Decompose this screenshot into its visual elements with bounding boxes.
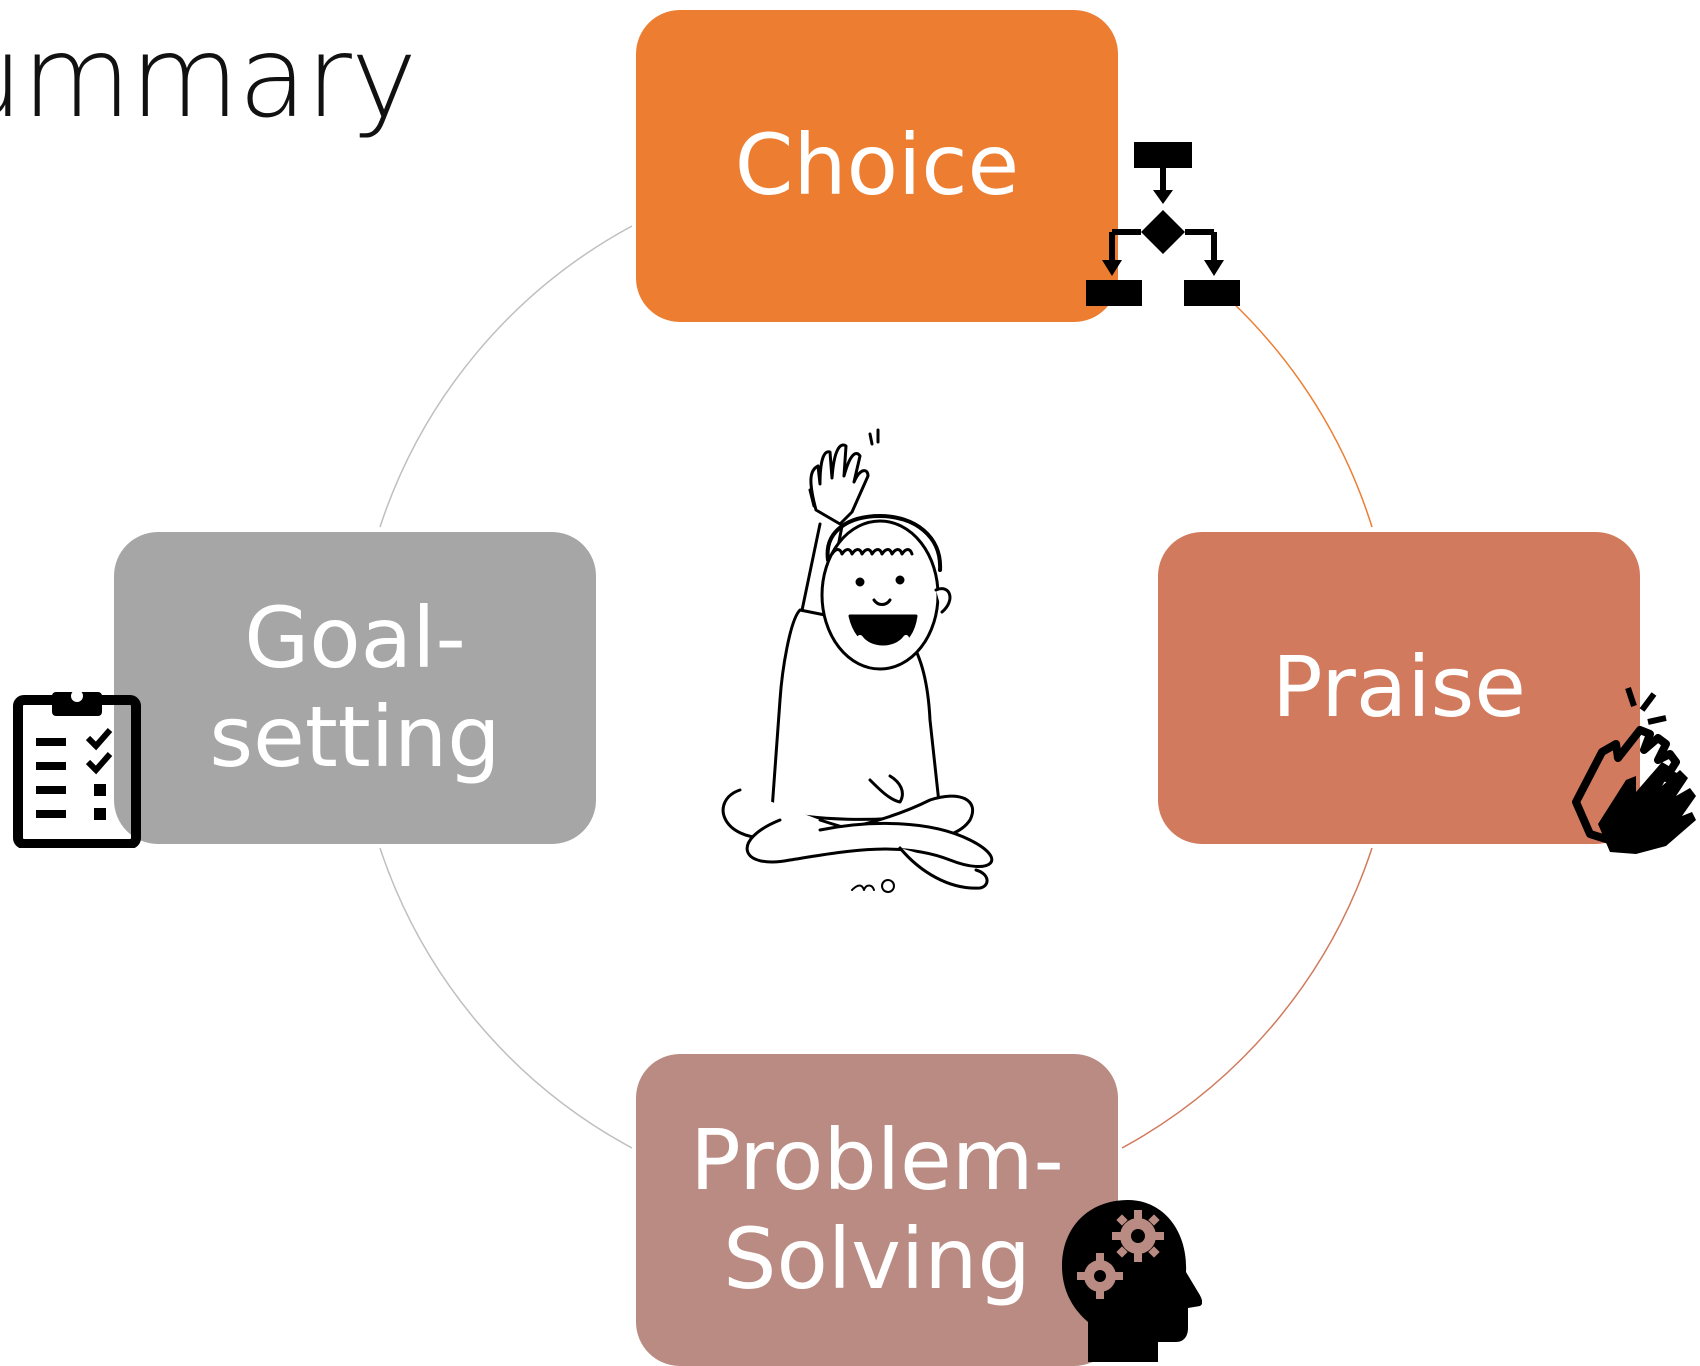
clapping-hands-icon bbox=[1570, 684, 1700, 854]
arc-praise-to-problem bbox=[1121, 847, 1373, 1149]
choice-box: Choice bbox=[636, 10, 1118, 322]
child-raising-hand-illustration bbox=[720, 420, 1010, 950]
flowchart-icon bbox=[1084, 140, 1244, 312]
praise-label: Praise bbox=[1272, 638, 1526, 737]
arc-choice-to-praise bbox=[1229, 299, 1373, 528]
arc-problem-to-goal bbox=[379, 847, 633, 1149]
problem-solving-box: Problem- Solving bbox=[636, 1054, 1118, 1366]
praise-box: Praise bbox=[1158, 532, 1640, 844]
choice-label: Choice bbox=[734, 116, 1020, 215]
goal-setting-label: Goal- setting bbox=[209, 588, 501, 786]
head-gears-icon bbox=[1058, 1196, 1202, 1362]
clipboard-checklist-icon bbox=[12, 686, 142, 848]
slide-title: ummary bbox=[0, 13, 417, 143]
problem-solving-label: Problem- Solving bbox=[690, 1110, 1064, 1308]
arc-goal-to-choice bbox=[379, 225, 633, 528]
goal-setting-box: Goal- setting bbox=[114, 532, 596, 844]
